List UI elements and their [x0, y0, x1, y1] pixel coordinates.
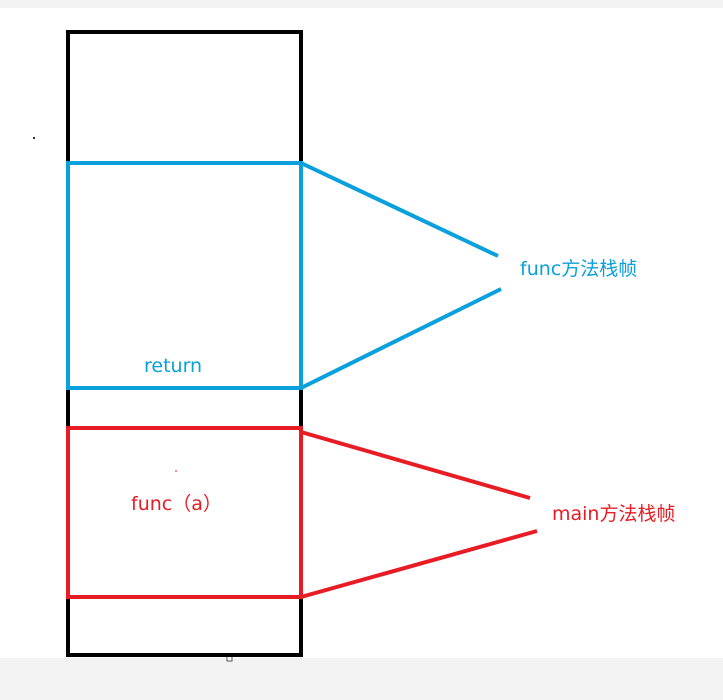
main-frame-box [66, 426, 303, 599]
main-frame-callout-label: main方法栈帧 [552, 503, 675, 525]
func-frame-callout-bottom-line [300, 287, 502, 390]
func-frame-box [66, 161, 303, 390]
speck-dot [33, 137, 35, 139]
func-frame-callout-label: func方法栈帧 [520, 258, 637, 280]
main-frame-callout-top-line [300, 430, 531, 500]
main-frame-inner-label: func（a） [131, 493, 222, 515]
speck-dot-red [175, 470, 177, 472]
main-frame-callout-bottom-line [300, 529, 538, 599]
func-frame-callout-top-line [300, 161, 499, 258]
func-frame-inner-label: return [144, 355, 202, 377]
drawing-canvas [0, 8, 723, 658]
